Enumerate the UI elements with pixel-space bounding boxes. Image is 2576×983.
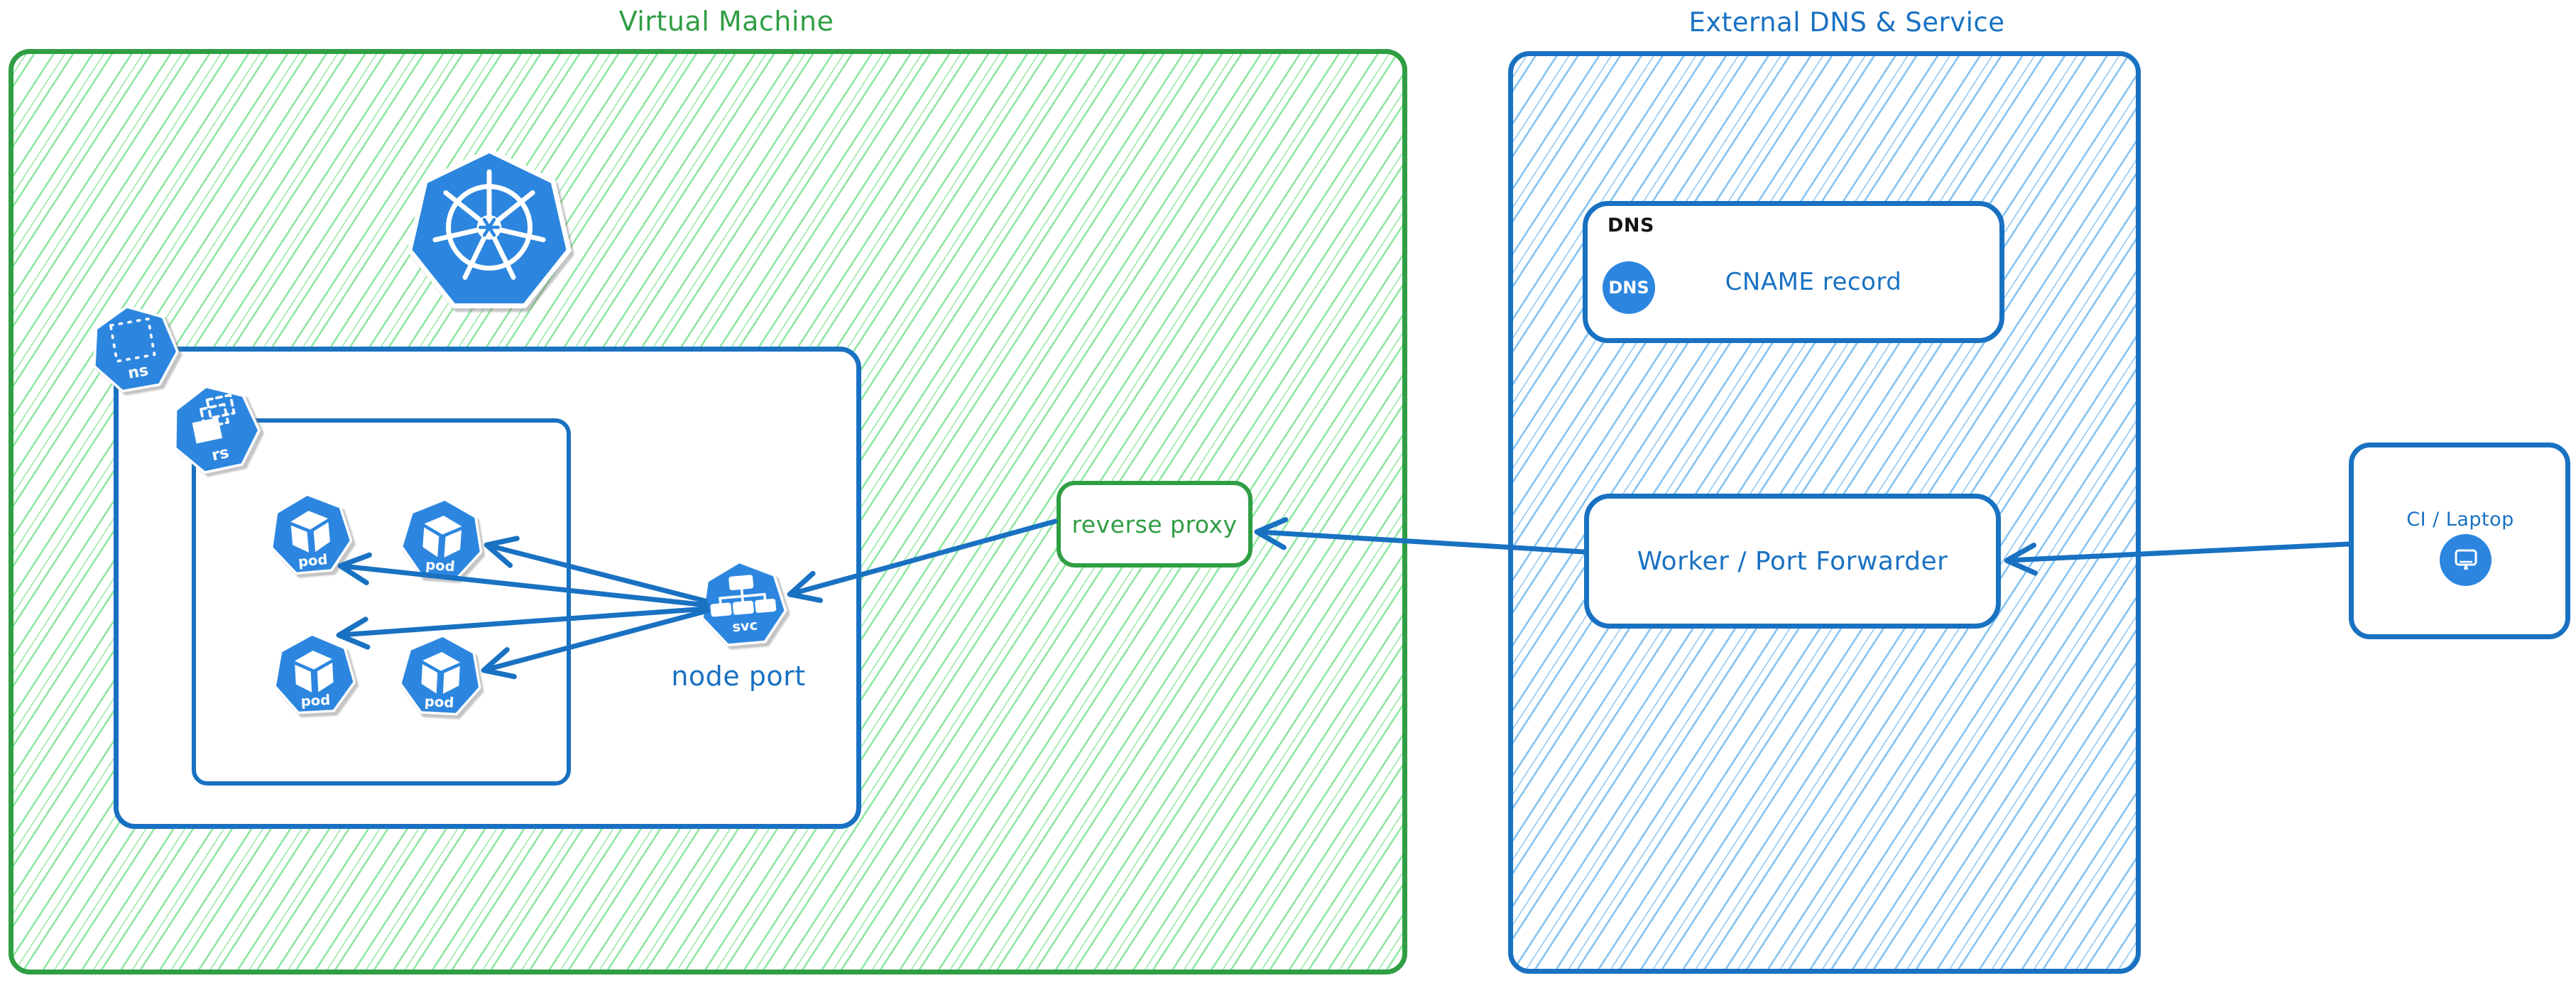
pod-icon-label: pod — [298, 551, 328, 570]
svc-icon-label: svc — [731, 617, 758, 635]
node-port-label: node port — [671, 661, 806, 692]
monitor-glyph — [2455, 549, 2477, 570]
reverse-proxy-box: reverse proxy — [1057, 481, 1252, 567]
dns-icon-text: DNS — [1608, 278, 1649, 298]
dns-panel-title: External DNS & Service — [1688, 7, 2005, 38]
worker-port-forwarder-box: Worker / Port Forwarder — [1584, 494, 2001, 629]
cname-record-label: CNAME record — [1725, 268, 1902, 296]
replicaset-icon: rs — [173, 385, 261, 474]
pod-icon: pod — [271, 493, 353, 575]
vm-panel-title: Virtual Machine — [618, 6, 834, 37]
pod-icon: pod — [399, 634, 481, 716]
kubernetes-logo-icon — [407, 148, 572, 309]
laptop-icon — [2440, 534, 2492, 586]
pod-icon: pod — [400, 498, 483, 580]
rs-icon-label: rs — [210, 443, 231, 465]
pod-icon-label: pod — [425, 557, 456, 575]
ns-icon-label: ns — [126, 362, 150, 383]
dns-icon: DNS — [1603, 261, 1655, 314]
cname-record-box: DNS — [1583, 201, 2004, 343]
pod-icon-label: pod — [300, 692, 331, 710]
reverse-proxy-label: reverse proxy — [1071, 510, 1238, 538]
pod-icon: pod — [273, 633, 356, 715]
worker-port-forwarder-label: Worker / Port Forwarder — [1637, 546, 1948, 576]
dns-tag: DNS — [1608, 214, 1654, 237]
ci-laptop-label: CI / Laptop — [2406, 509, 2514, 531]
namespace-icon: ns — [92, 305, 179, 393]
replicaset-box — [192, 418, 571, 786]
pod-icon-label: pod — [424, 693, 454, 711]
service-icon: svc — [701, 560, 787, 646]
